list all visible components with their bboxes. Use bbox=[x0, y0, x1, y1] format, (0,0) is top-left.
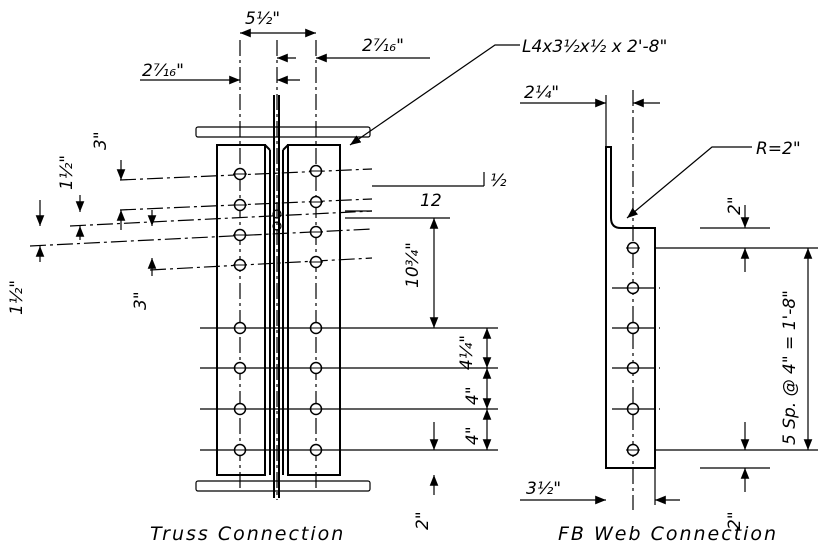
web-bolt-lines bbox=[612, 227, 818, 469]
right-angle-plate bbox=[287, 144, 341, 476]
dim-width-text: 5½" bbox=[245, 9, 280, 29]
dim-web-edge-top-text: 2" bbox=[725, 196, 745, 215]
svg-text:½: ½ bbox=[490, 171, 507, 191]
truss-bolt-holes bbox=[233, 164, 323, 457]
radius-leader bbox=[626, 146, 752, 219]
svg-text:4¼": 4¼" bbox=[457, 335, 477, 370]
web-bolt-holes bbox=[626, 241, 640, 457]
slope-triangle: ½ 12 bbox=[372, 171, 507, 211]
upper-left-dims: 3" 1½" 1½" 3" bbox=[7, 131, 157, 315]
svg-text:12: 12 bbox=[420, 191, 442, 211]
dim-web-gage-top-text: 2¼" bbox=[524, 83, 559, 103]
dim-left-gage-text: 2⁷⁄₁₆" bbox=[142, 61, 184, 81]
left-angle-plate bbox=[216, 144, 266, 476]
top-flange bbox=[195, 126, 371, 138]
dim-web-edge-bottom-text: 2" bbox=[725, 511, 745, 530]
web-caption: FB Web Connection bbox=[558, 523, 778, 545]
web-bolt-marks bbox=[272, 209, 282, 231]
svg-text:2": 2" bbox=[413, 511, 433, 530]
dim-web-spacing-text: 5 Sp. @ 4" = 1'-8" bbox=[780, 290, 800, 445]
lower-right-dims: 10¾" 4¼" 4" 4" 2" bbox=[403, 218, 492, 530]
svg-text:4": 4" bbox=[463, 386, 483, 405]
truss-caption: Truss Connection bbox=[150, 523, 345, 545]
bottom-flange bbox=[195, 480, 371, 492]
svg-text:3": 3" bbox=[131, 291, 151, 310]
dim-right-gage-text: 2⁷⁄₁₆" bbox=[362, 36, 404, 56]
upper-bolt-lines bbox=[29, 168, 373, 271]
svg-text:1½": 1½" bbox=[57, 155, 77, 190]
svg-text:4": 4" bbox=[463, 426, 483, 445]
svg-text:10¾": 10¾" bbox=[403, 242, 423, 288]
radius-text: R=2" bbox=[756, 139, 801, 159]
lower-bolt-lines bbox=[200, 327, 498, 451]
angle-callout-text: L4x3½x½ x 2'-8" bbox=[522, 37, 667, 57]
web-connection-view: 2¼" R=2" bbox=[520, 83, 818, 545]
svg-text:3": 3" bbox=[91, 131, 111, 150]
truss-connection-view: 5½" 2⁷⁄₁₆" 2⁷⁄₁₆" L4x3½x½ x 2'-8" ½ 12 3… bbox=[7, 9, 667, 545]
angle-callout-leader bbox=[349, 44, 520, 146]
dim-web-gage-bottom-text: 3½" bbox=[526, 479, 561, 499]
web-plate bbox=[605, 146, 656, 469]
svg-text:1½": 1½" bbox=[7, 280, 27, 315]
